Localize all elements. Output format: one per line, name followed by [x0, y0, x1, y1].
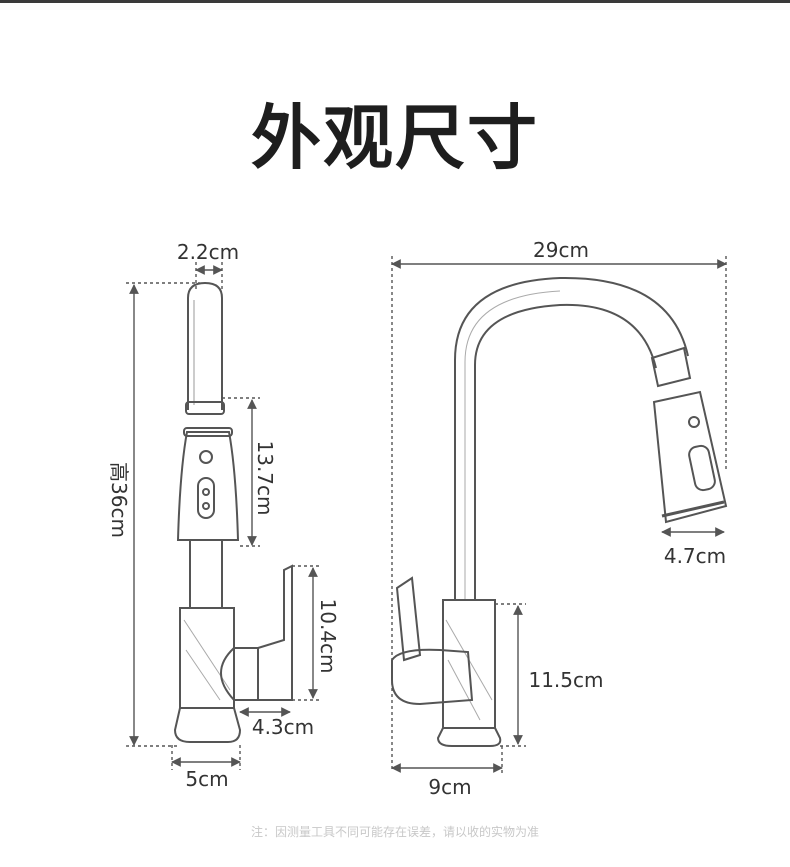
top-border — [0, 0, 790, 3]
side-body-height-label: 11.5cm — [528, 668, 603, 692]
front-sprayer-length-label: 13.7cm — [253, 440, 277, 515]
side-reach-label: 29cm — [533, 238, 589, 262]
front-height-label: 高36cm — [107, 462, 131, 538]
measurement-note: 注：因测量工具不同可能存在误差，请以收的实物为准 — [250, 825, 539, 839]
side-base-width-label: 9cm — [428, 775, 471, 799]
front-dimensions — [126, 262, 322, 770]
side-sprayer-diameter-label: 4.7cm — [664, 544, 726, 568]
front-faucet — [173, 281, 293, 743]
side-faucet — [391, 276, 728, 747]
front-top-width-label: 2.2cm — [177, 240, 239, 264]
side-dimensions — [391, 256, 727, 776]
front-handle-height-label: 10.4cm — [316, 598, 340, 673]
front-handle-reach-label: 4.3cm — [252, 715, 314, 739]
page-title: 外观尺寸 — [251, 97, 539, 179]
front-base-width-label: 5cm — [185, 767, 228, 791]
